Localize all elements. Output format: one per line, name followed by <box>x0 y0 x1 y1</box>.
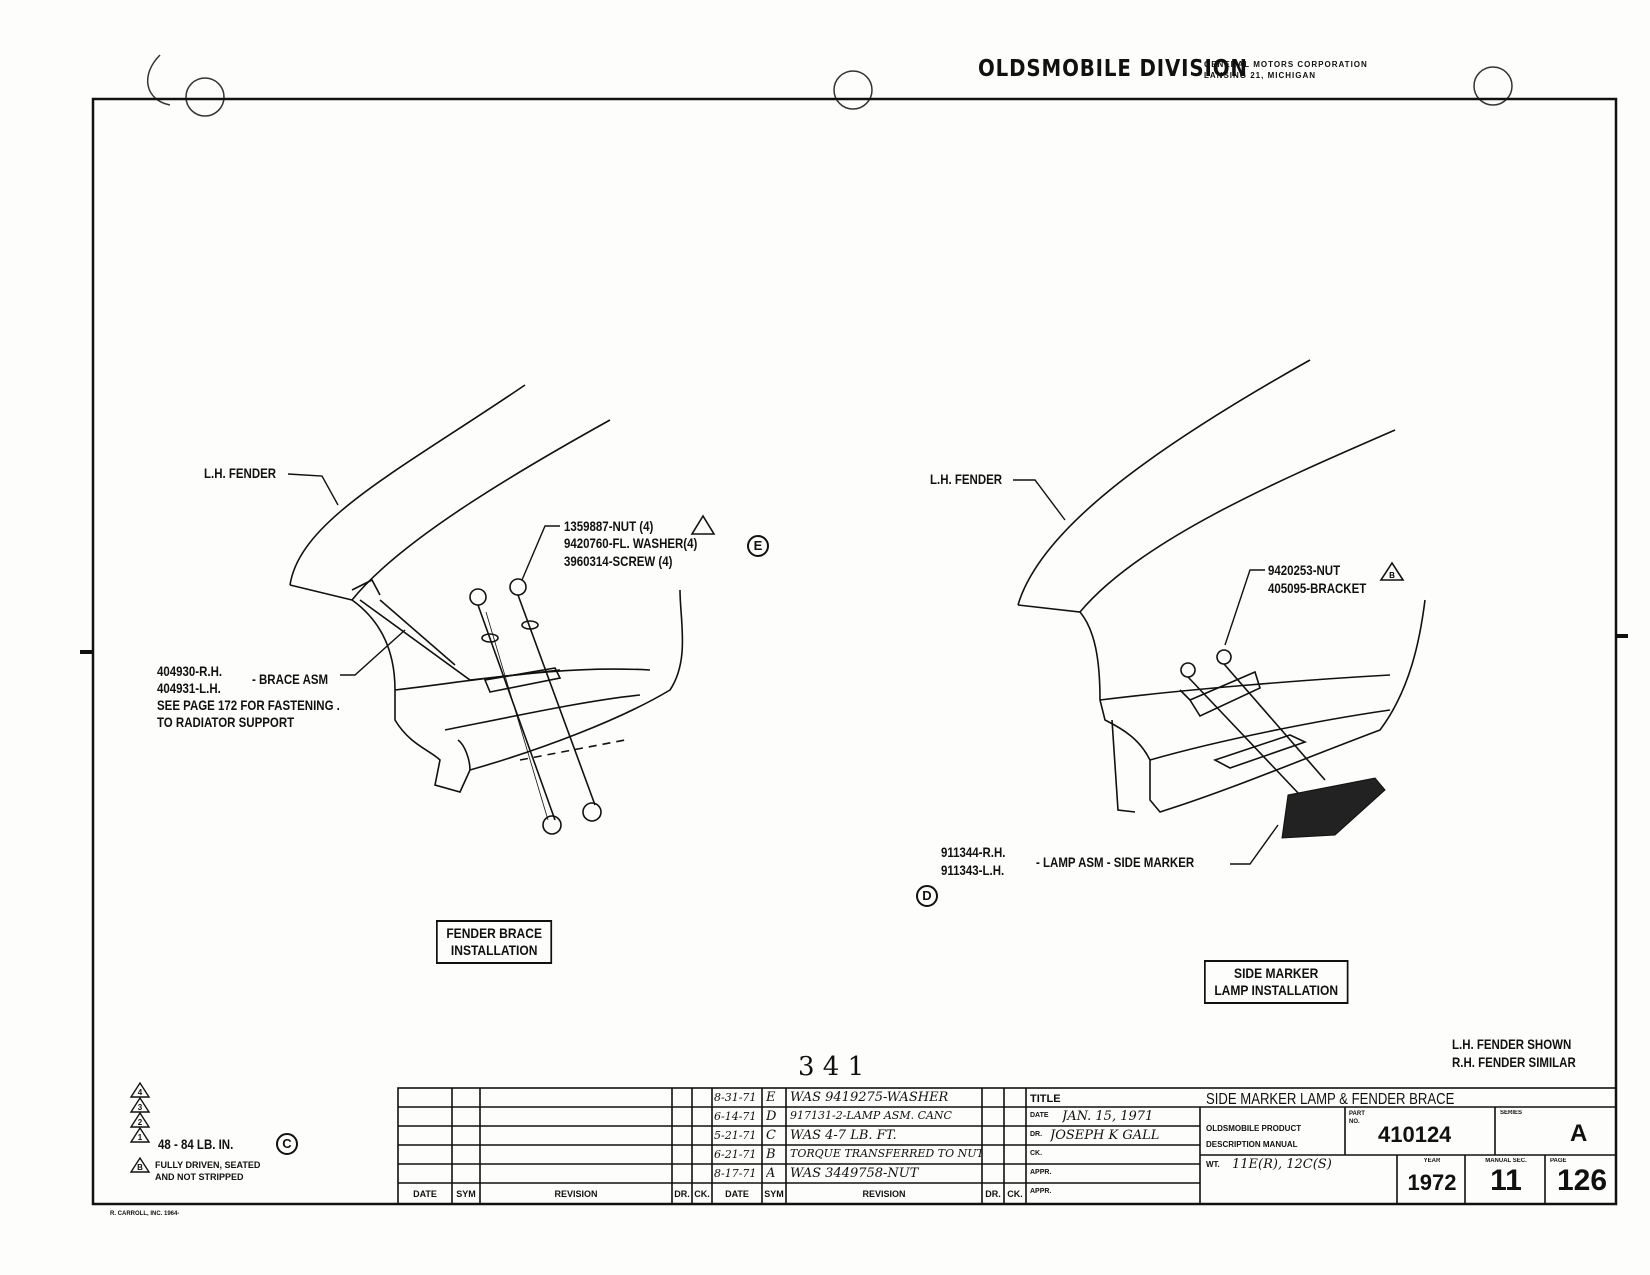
drawing-border <box>91 97 1618 1206</box>
brace-lh-label: 404931-L.H. <box>157 680 221 696</box>
rev-1-date: 6-14-71 <box>714 1110 757 1123</box>
rev-2-text: WAS 4-7 LB. FT. <box>790 1128 897 1143</box>
tb-dr-label: DR. <box>1030 1131 1043 1138</box>
tb-wt-label: WT. <box>1206 1160 1220 1169</box>
svg-text:3: 3 <box>138 1103 143 1112</box>
fender-brace-illustration <box>289 384 684 835</box>
svg-text:B: B <box>1389 571 1395 580</box>
rev-3-sym: B <box>766 1147 776 1162</box>
lamp-asm-label: - LAMP ASM - SIDE MARKER <box>1036 854 1195 870</box>
tb-manual-sec-label: MANUAL SEC. <box>1485 1158 1527 1164</box>
brace-rh-label: 404930-R.H. <box>157 663 223 679</box>
ref-d-circle: D <box>916 885 938 907</box>
legend-fastened-1: FULLY DRIVEN, SEATED <box>155 1160 261 1170</box>
tb-year-label: YEAR <box>1423 1158 1441 1164</box>
brace-note-1: SEE PAGE 172 FOR FASTENING . <box>157 697 340 713</box>
tb-page: 126 <box>1556 1164 1608 1197</box>
tb-ck-label: CK. <box>1030 1150 1043 1157</box>
side-marker-title-1: SIDE MARKER <box>1234 965 1319 981</box>
rev-0-date: 8-31-71 <box>714 1091 757 1104</box>
washer-label: 9420760-FL. WASHER(4) <box>564 535 698 551</box>
rev-3-date: 6-21-71 <box>714 1148 757 1161</box>
lamp-lh-label: 911343-L.H. <box>941 862 1005 878</box>
brace-asm-label: - BRACE ASM <box>252 671 329 687</box>
ref-c-circle: C <box>276 1133 298 1155</box>
marker-nut-label: 9420253-NUT <box>1268 562 1341 578</box>
rev-hdr-dr-left: DR. <box>674 1189 690 1199</box>
division-title: OLDSMOBILE DIVISION <box>978 56 1248 82</box>
tb-year: 1972 <box>1407 1170 1457 1195</box>
rev-0-text: WAS 9419275-WASHER <box>790 1090 949 1105</box>
rev-4-date: 8-17-71 <box>714 1167 757 1180</box>
rev-hdr-date: DATE <box>725 1189 749 1199</box>
nut-label: 1359887-NUT (4) <box>564 518 654 534</box>
rev-4-text: WAS 3449758-NUT <box>790 1166 919 1181</box>
rev-2-sym: C <box>766 1128 776 1143</box>
fender-brace-title-box: FENDER BRACE INSTALLATION <box>436 920 553 964</box>
brace-note-2: TO RADIATOR SUPPORT <box>157 714 295 730</box>
rev-0-sym: E <box>766 1090 776 1105</box>
tb-appr-label-2: APPR. <box>1030 1188 1052 1195</box>
side-marker-title-2: LAMP INSTALLATION <box>1214 982 1339 998</box>
legend-torque: 48 - 84 LB. IN. <box>158 1136 234 1152</box>
rev-hdr-revision-left: REVISION <box>554 1189 598 1199</box>
rev-hdr-dr: DR. <box>985 1189 1001 1199</box>
rev-hdr-sym: SYM <box>764 1189 784 1199</box>
tb-title: SIDE MARKER LAMP & FENDER BRACE <box>1206 1091 1455 1108</box>
rev-2-date: 5-21-71 <box>714 1129 757 1142</box>
printer-credit: R. CARROLL, INC. 1964- <box>110 1211 180 1217</box>
right-fender-label: L.H. FENDER <box>930 471 1003 487</box>
svg-text:2: 2 <box>138 1118 143 1127</box>
rev-1-text: 917131-2-LAMP ASM. CANC <box>790 1109 952 1122</box>
tb-page-label: PAGE <box>1550 1158 1567 1164</box>
tb-wt-value: 11E(R), 12C(S) <box>1232 1157 1332 1172</box>
fender-brace-title-2: INSTALLATION <box>450 942 538 958</box>
tb-dr-value: JOSEPH K GALL <box>1050 1128 1160 1143</box>
left-fender-label: L.H. FENDER <box>204 465 277 481</box>
tb-date-value: JAN. 15, 1971 <box>1062 1109 1154 1124</box>
rev-hdr-ck: CK. <box>1007 1189 1023 1199</box>
title-block-grid <box>397 1087 1617 1205</box>
tb-appr-label: APPR. <box>1030 1169 1052 1176</box>
svg-text:1: 1 <box>138 1133 143 1142</box>
rev-1-sym: D <box>766 1109 777 1124</box>
tb-series: A <box>1570 1120 1588 1147</box>
tb-manual-2: DESCRIPTION MANUAL <box>1206 1140 1298 1149</box>
tb-series-label: SERIES <box>1500 1110 1523 1116</box>
rev-3-text: TORQUE TRANSFERRED TO NUT <box>790 1147 982 1160</box>
tb-date-label: DATE <box>1030 1112 1049 1119</box>
rev-hdr-sym-left: SYM <box>456 1189 476 1199</box>
fender-note-2: R.H. FENDER SIMILAR <box>1452 1054 1576 1070</box>
rev-hdr-date-left: DATE <box>413 1189 437 1199</box>
corp-name: GENERAL MOTORS CORPORATION <box>1204 60 1368 69</box>
rev-hdr-ck-left: CK. <box>694 1189 710 1199</box>
bracket-label: 405095-BRACKET <box>1268 580 1367 596</box>
corp-city: LANSING 21, MICHIGAN <box>1204 71 1317 80</box>
sheet-number: 3 4 1 <box>798 1052 865 1082</box>
tb-part-no: 410124 <box>1378 1122 1452 1147</box>
screw-label: 3960314-SCREW (4) <box>564 553 673 569</box>
tb-title-label: TITLE <box>1030 1093 1061 1105</box>
fender-brace-title-1: FENDER BRACE <box>446 925 542 941</box>
legend-triangles <box>129 1081 151 1173</box>
lamp-asm <box>1281 777 1386 839</box>
svg-text:B: B <box>137 1163 143 1172</box>
side-marker-title-box: SIDE MARKER LAMP INSTALLATION <box>1204 960 1349 1004</box>
tb-manual-1: OLDSMOBILE PRODUCT <box>1206 1124 1302 1133</box>
rev-hdr-revision: REVISION <box>862 1189 906 1199</box>
washer-row: 9420760-FL. WASHER(4) <box>564 535 727 553</box>
rev-4-sym: A <box>766 1166 776 1181</box>
ref-e-circle: E <box>747 535 769 557</box>
svg-text:4: 4 <box>138 1088 143 1097</box>
tb-part-label: PART NO. <box>1349 1111 1365 1125</box>
legend-fastened-2: AND NOT STRIPPED <box>155 1172 244 1182</box>
side-marker-illustration <box>1017 359 1426 813</box>
tb-manual-sec: 11 <box>1490 1164 1522 1197</box>
punch-holes <box>146 54 1513 117</box>
fender-note-1: L.H. FENDER SHOWN <box>1452 1036 1572 1052</box>
lamp-rh-label: 911344-R.H. <box>941 844 1006 860</box>
